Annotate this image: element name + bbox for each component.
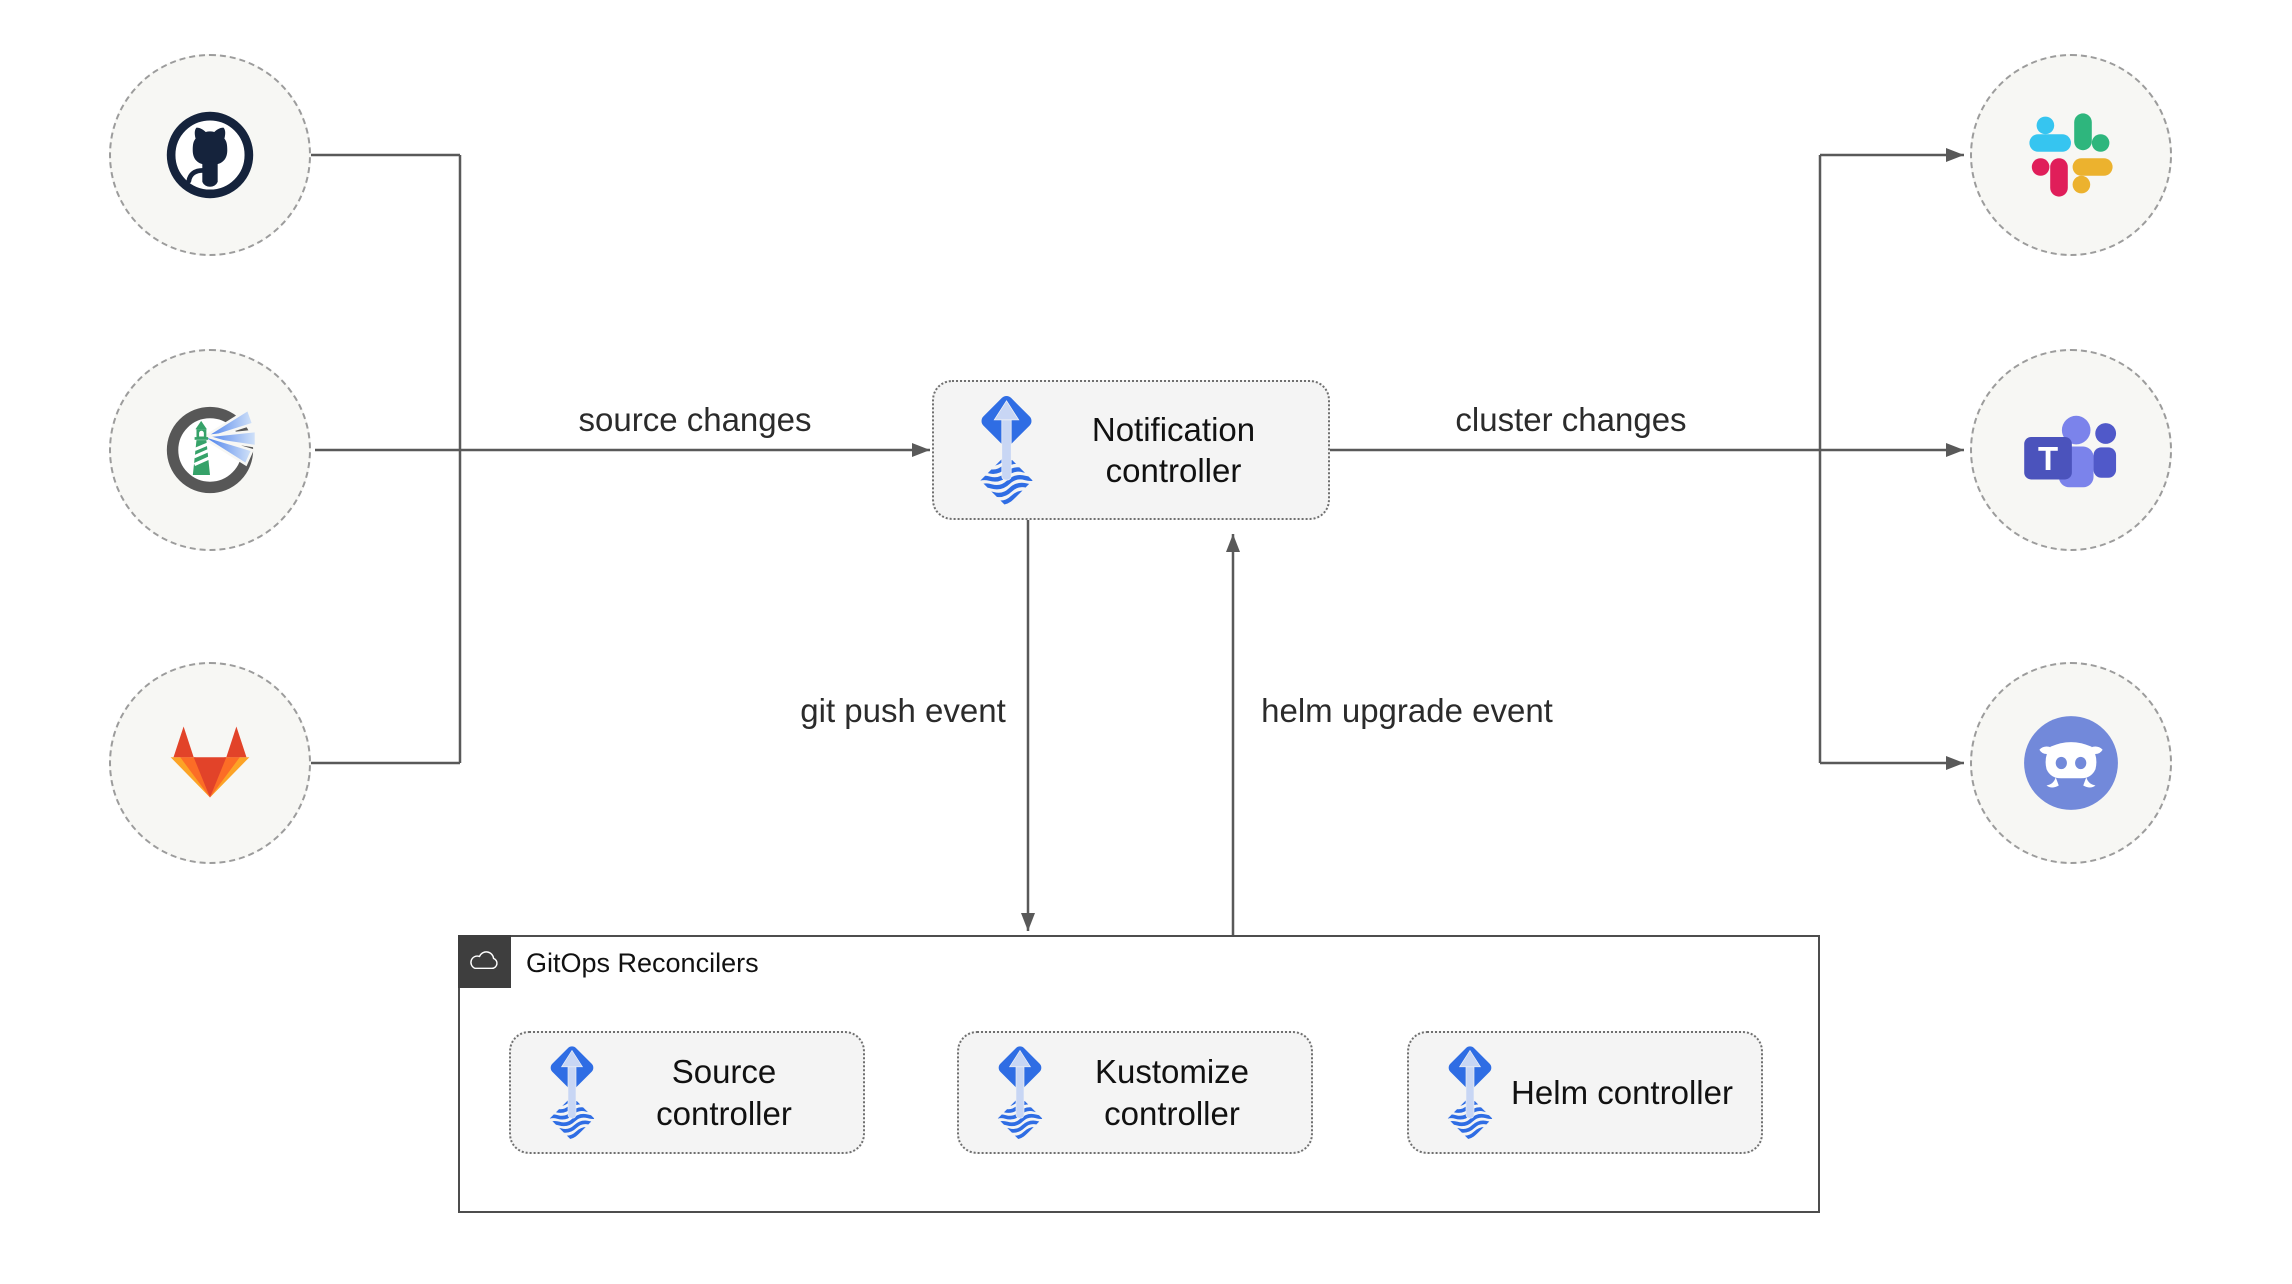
notification-controller-label: Notification controller: [1091, 410, 1256, 489]
node-gitlab: [109, 662, 311, 864]
node-notification-controller: Notification controller: [932, 380, 1330, 520]
node-source-controller: Source controller: [509, 1031, 865, 1154]
node-discord: [1970, 662, 2172, 864]
edge-label-git-push-event: git push event: [800, 692, 1006, 729]
discord-icon: [2024, 716, 2118, 810]
cloud-icon: [470, 951, 498, 970]
harbor-icon: [166, 406, 258, 494]
node-slack: [1970, 54, 2172, 256]
edge-label-source-changes: source changes: [578, 401, 812, 438]
edge-label-cluster-changes: cluster changes: [1455, 401, 1687, 438]
node-kustomize-controller: Kustomize controller: [957, 1031, 1313, 1154]
helm-controller-label: Helm controller: [1511, 1073, 1733, 1111]
kustomize-controller-label: Kustomize controller: [1094, 1053, 1250, 1132]
flux-icon: [970, 392, 1043, 508]
flux-icon: [1439, 1043, 1501, 1142]
teams-icon: T: [2024, 415, 2117, 488]
gitlab-icon: [170, 726, 250, 798]
slack-icon: [2029, 113, 2113, 197]
source-controller-label: Source controller: [656, 1053, 792, 1132]
node-harbor: [109, 349, 311, 551]
edge-label-helm-upgrade-event: helm upgrade event: [1261, 692, 1553, 729]
node-github: [109, 54, 311, 256]
gitops-reconcilers-group: GitOps Reconcilers Source controller Kus…: [457, 934, 1820, 1213]
flux-icon: [989, 1043, 1051, 1142]
github-icon: [166, 111, 254, 199]
flux-icon: [541, 1043, 603, 1142]
gitops-reconcilers-title: GitOps Reconcilers: [526, 948, 759, 978]
node-teams: T: [1970, 349, 2172, 551]
svg-text:T: T: [2038, 440, 2058, 477]
group-icon-badge: [457, 934, 511, 988]
node-helm-controller: Helm controller: [1407, 1031, 1763, 1154]
